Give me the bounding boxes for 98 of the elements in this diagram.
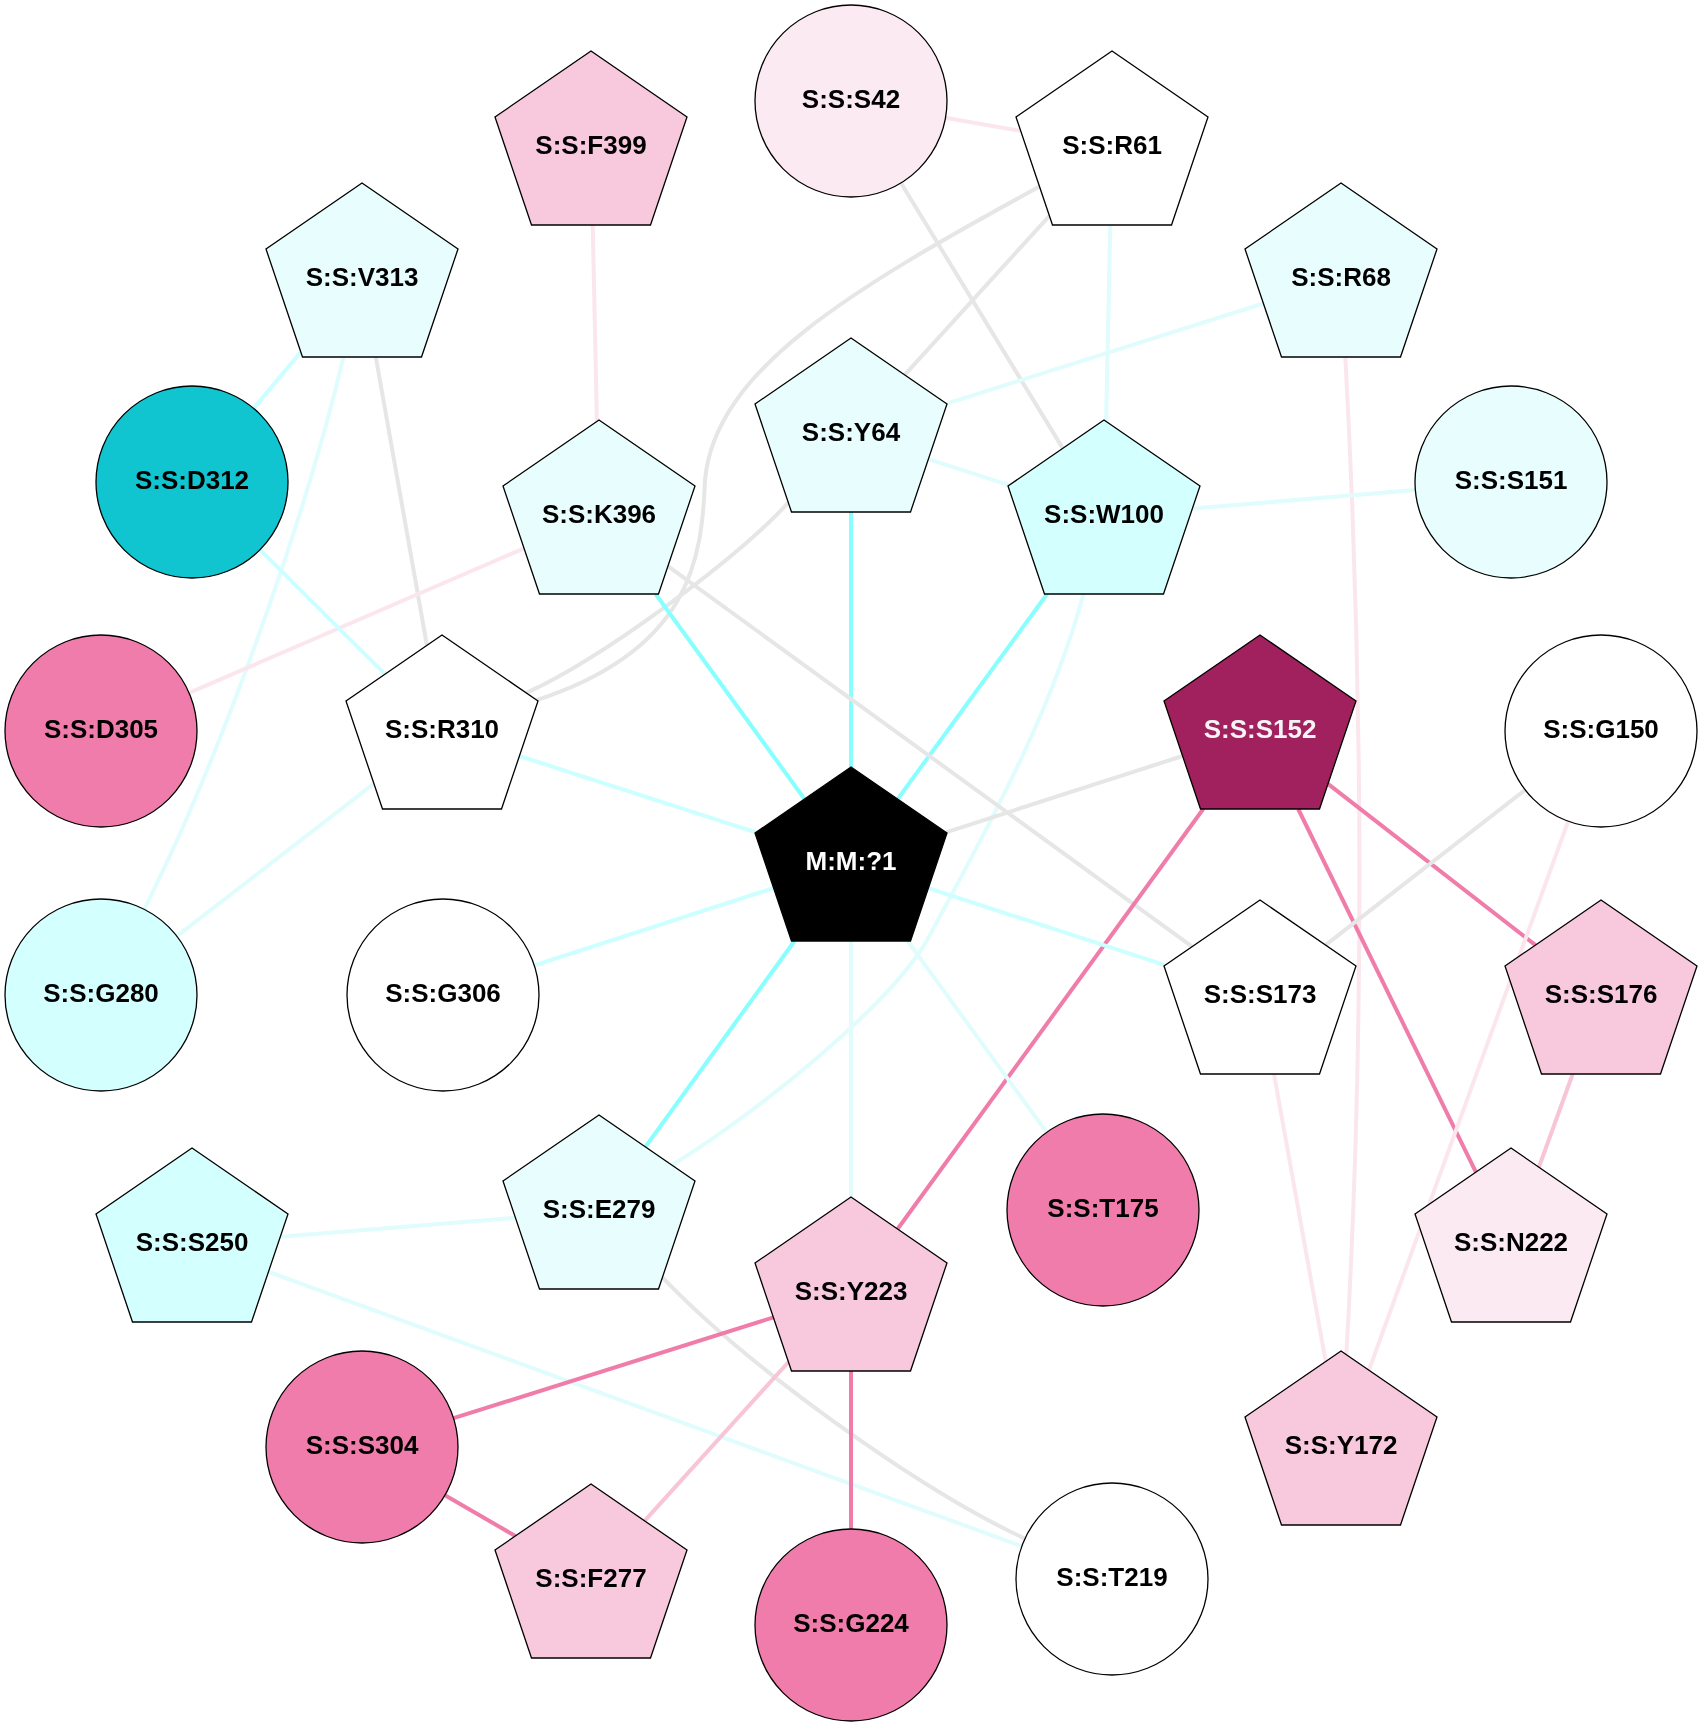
pentagon-node (1414, 1147, 1608, 1323)
edge-line (533, 886, 775, 968)
edge-line (946, 301, 1264, 406)
node-label: S:S:S151 (1454, 465, 1568, 495)
node-label: S:S:Y64 (801, 417, 901, 447)
edge-line (1192, 488, 1416, 511)
circle-node (1504, 634, 1698, 828)
edge-line (1296, 808, 1478, 1174)
edge-line (654, 592, 807, 801)
node-label: S:S:S173 (1203, 979, 1317, 1009)
edge-line (661, 1276, 1026, 1541)
pentagon-node (1015, 50, 1209, 226)
edge-line (590, 224, 599, 422)
node-label: S:S:S304 (305, 1430, 419, 1460)
node-label: S:S:V313 (305, 262, 419, 292)
edge-line (849, 512, 853, 767)
node-label: S:S:Y172 (1284, 1430, 1398, 1460)
node-label: S:S:S176 (1544, 979, 1658, 1009)
node-label: S:S:R61 (1062, 130, 1162, 160)
node-label: S:S:R68 (1291, 262, 1391, 292)
circle-node (4, 898, 198, 1092)
circle-node (346, 898, 540, 1092)
circle-node (754, 1528, 948, 1722)
edge-line (927, 886, 1166, 968)
node-label: S:S:K396 (541, 499, 657, 529)
node-label: S:S:D305 (43, 714, 159, 744)
edge-line (373, 356, 429, 646)
edge-line (175, 782, 376, 938)
edge-line (258, 548, 387, 676)
node-label: S:S:W100 (1044, 499, 1164, 529)
pentagon-node (502, 1114, 696, 1290)
edge-line (142, 356, 346, 911)
pentagon-node (1244, 1350, 1438, 1526)
edge-line (906, 939, 1049, 1134)
node-label: S:S:S152 (1203, 714, 1317, 744)
pentagon-node (265, 182, 459, 358)
node-label: S:S:R310 (384, 714, 500, 744)
circle-node (95, 385, 289, 579)
edge-line (1343, 356, 1362, 1355)
edge-line (188, 546, 525, 695)
node-label: S:S:S42 (801, 84, 901, 114)
node-label: S:S:G224 (793, 1608, 909, 1638)
node-label: S:S:S250 (135, 1227, 249, 1257)
edge-line (1367, 820, 1571, 1371)
edge-line (670, 593, 1086, 1167)
circle-node (4, 634, 198, 828)
edge-line (899, 181, 1065, 450)
pentagon-node (502, 419, 696, 595)
edge-line (280, 1215, 516, 1239)
pentagon-node (95, 1147, 289, 1323)
pentagon-node (494, 1483, 688, 1659)
edge-line (252, 350, 303, 410)
edge-line (267, 1269, 1023, 1549)
edge-line (927, 457, 1010, 488)
node-label: S:S:N222 (1453, 1227, 1569, 1257)
circle-node (754, 4, 948, 198)
edge-line (945, 115, 1022, 133)
pentagon-node (1244, 182, 1438, 358)
pentagon-node (494, 50, 688, 226)
edge-line (903, 214, 1051, 377)
node-label: S:S:F399 (535, 130, 647, 160)
circle-node (1414, 385, 1608, 579)
edge-line (453, 1315, 774, 1421)
pentagon-node (754, 337, 948, 513)
edge-line (945, 754, 1184, 835)
node-label: S:S:T219 (1056, 1562, 1168, 1592)
circle-node (265, 1350, 459, 1544)
node-label: S:S:Y223 (794, 1276, 908, 1306)
node-label: M:M:?1 (805, 846, 897, 876)
pentagon-node (754, 766, 948, 942)
node-label: S:S:G280 (43, 978, 159, 1008)
edge-line (518, 754, 757, 835)
node-label: S:S:F277 (535, 1563, 647, 1593)
pentagon-node (345, 634, 539, 810)
node-label: S:S:G150 (1543, 714, 1659, 744)
edge-line (896, 592, 1049, 801)
node-label: S:S:G306 (385, 978, 501, 1008)
edge-line (896, 807, 1205, 1231)
edge-line (1272, 1073, 1328, 1362)
pentagon-node (754, 1196, 948, 1372)
node-label: S:S:D312 (134, 465, 250, 495)
edge-line (525, 501, 790, 695)
circle-node (1006, 1113, 1200, 1307)
node-label: S:S:E279 (542, 1194, 656, 1224)
pentagon-node (1163, 634, 1357, 810)
edge-line (643, 939, 797, 1149)
edge-line (643, 1360, 790, 1523)
node-label: S:S:T175 (1047, 1193, 1159, 1223)
edge-line (849, 1371, 853, 1529)
edge-line (444, 1493, 517, 1538)
pentagon-node (1504, 899, 1698, 1075)
edge-line (666, 564, 1194, 949)
edge-line (1104, 224, 1113, 422)
circle-node (1015, 1482, 1209, 1676)
edge-line (536, 184, 1041, 702)
pentagon-node (1163, 899, 1357, 1075)
pentagon-node (1007, 419, 1201, 595)
edge-line (1537, 1073, 1575, 1168)
